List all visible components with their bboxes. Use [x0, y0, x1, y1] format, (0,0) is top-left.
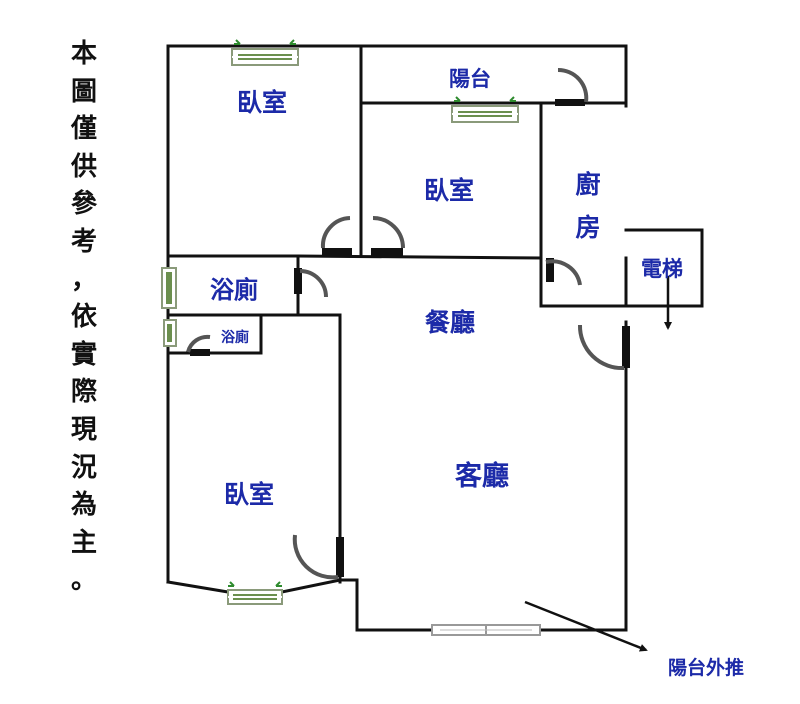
window-balcony — [451, 96, 519, 123]
label-kitchen-line1: 廚 — [575, 170, 600, 199]
disclaimer-char: 況 — [70, 452, 97, 483]
label-living-room: 客廳 — [455, 460, 509, 492]
disclaimer-char: 考 — [70, 226, 97, 257]
window-top-left-bedroom — [231, 39, 299, 66]
label-dining-room: 餐廳 — [425, 308, 475, 337]
label-balcony-top: 陽台 — [449, 66, 491, 91]
disclaimer-char: 參 — [70, 189, 97, 220]
walls — [166, 44, 704, 632]
disclaimer-char: ， — [70, 264, 97, 295]
windows — [161, 39, 541, 636]
disclaimer-char: 實 — [70, 339, 97, 370]
arrows — [524, 276, 672, 652]
disclaimer-char: 為 — [70, 490, 97, 521]
window-living-room — [431, 624, 541, 636]
disclaimer-char: 本 — [70, 39, 97, 69]
window-bottom-left-bedroom — [227, 581, 283, 605]
label-kitchen-line2: 房 — [575, 213, 600, 242]
label-bedroom-bottom-left: 臥室 — [224, 480, 274, 509]
label-elevator: 電梯 — [641, 256, 683, 281]
disclaimer-text: 本 圖 僅 供 參 考 ， 依 實 際 現 況 為 主 。 — [62, 36, 106, 600]
window-bathroom-large — [161, 267, 177, 309]
disclaimer-char: 圖 — [70, 76, 97, 107]
disclaimer-char: 僅 — [70, 114, 97, 145]
disclaimer-char: 。 — [70, 565, 97, 596]
label-balcony-push-out: 陽台外推 — [668, 656, 744, 679]
label-bathroom-large: 浴廁 — [210, 275, 258, 304]
door-leaves — [190, 99, 630, 577]
door-swings — [186, 67, 625, 580]
disclaimer-char: 供 — [70, 151, 97, 182]
room-labels: 臥室 陽台 臥室 廚 房 浴廁 浴廁 電梯 餐廳 客廳 臥室 陽台外推 — [210, 66, 744, 679]
disclaimer-char: 現 — [70, 414, 97, 445]
disclaimer-char: 依 — [70, 302, 97, 333]
window-bathroom-small — [163, 319, 177, 347]
label-bedroom-top-middle: 臥室 — [424, 176, 474, 205]
balcony-push-arrow — [524, 600, 648, 652]
disclaimer-char: 主 — [70, 527, 97, 558]
label-bathroom-small: 浴廁 — [221, 329, 249, 346]
label-bedroom-top-left: 臥室 — [237, 88, 287, 117]
disclaimer-char: 際 — [70, 377, 97, 408]
